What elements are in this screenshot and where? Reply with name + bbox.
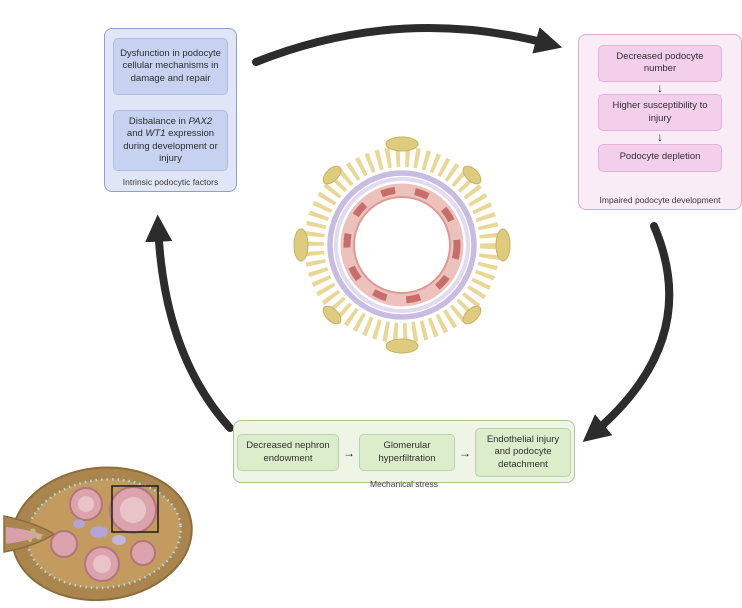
podocyte-foot-processes-ring	[304, 147, 500, 343]
cycle-arrow-top	[252, 24, 563, 66]
mechanical-step-endothelial-injury: Endothelial injury and podocyte detachme…	[475, 428, 571, 478]
arteriole	[6, 527, 44, 544]
impaired-podocyte-development-panel: Decreased podocyte number ↓ Higher susce…	[578, 34, 742, 210]
mesangium	[73, 519, 126, 545]
gene-pax2: PAX2	[188, 116, 213, 127]
capillary-lumen-rim	[353, 196, 451, 294]
basement-membrane-outer-ring	[327, 170, 477, 320]
gene-wt1: WT1	[145, 128, 166, 140]
down-arrow-icon: ↓	[657, 129, 663, 144]
right-arrow-icon: →	[343, 445, 355, 460]
intrinsic-panel-label: Intrinsic podocytic factors	[122, 177, 219, 187]
podocyte-cell-bodies	[293, 136, 511, 354]
bowmans-capsule	[11, 466, 193, 602]
intrinsic-podocytic-factors-panel: Dysfunction in podocyte cellular mechani…	[104, 28, 237, 192]
basement-membrane-inner-ring	[334, 177, 470, 313]
intrinsic-item-dysfunction: Dysfunction in podocyte cellular mechani…	[113, 38, 228, 95]
impaired-step-depletion: Podocyte depletion	[598, 143, 722, 172]
mechanical-step-hyperfiltration: Glomerular hyperfiltration	[359, 434, 455, 471]
down-arrow-icon: ↓	[657, 80, 663, 95]
intrinsic-item-disbalance: Disbalance in PAX2 and WT1 expression du…	[113, 110, 228, 172]
mechanical-panel-label: Mechanical stress	[369, 479, 439, 490]
intrinsic-item-disbalance-text: Disbalance in PAX2 and WT1 expression du…	[123, 116, 218, 165]
mechanical-stress-panel: Decreased nephron endowment → Glomerular…	[233, 420, 575, 489]
impaired-panel-label: Impaired podocyte development	[599, 195, 721, 205]
right-arrow-icon: →	[459, 445, 471, 460]
cycle-arrow-left	[145, 214, 234, 432]
capillary-wall-ring	[340, 183, 464, 307]
vascular-pole-stalk	[3, 515, 56, 553]
mechanical-steps-row: Decreased nephron endowment → Glomerular…	[237, 428, 571, 478]
magnified-region-box	[111, 485, 159, 533]
endothelial-cells-ring	[343, 186, 461, 304]
impaired-step-susceptibility: Higher susceptibility to injury	[598, 94, 722, 131]
renal-corpuscle-illustration	[3, 466, 193, 602]
impaired-step-decreased-number: Decreased podocyte number	[598, 45, 722, 82]
glomerulus-cross-section-illustration	[293, 136, 511, 354]
juxtaglomerular-cells	[27, 528, 42, 543]
cycle-arrow-right	[582, 222, 674, 443]
capillary-loops	[50, 486, 157, 582]
mechanical-step-nephron-endowment: Decreased nephron endowment	[237, 434, 339, 471]
